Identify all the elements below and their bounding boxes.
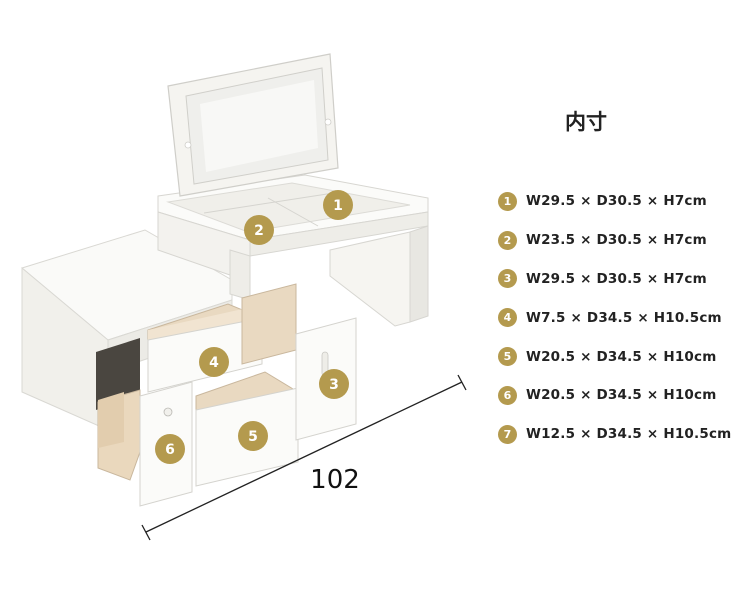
spec-badge: 3: [498, 269, 517, 289]
svg-text:1: 1: [333, 198, 343, 214]
spec-badge: 4: [498, 308, 517, 328]
badge-5: 5: [238, 421, 268, 451]
width-dimension-line: [141, 374, 467, 541]
svg-text:4: 4: [209, 355, 219, 371]
svg-text:3: 3: [329, 377, 339, 393]
spec-badge: 5: [498, 347, 517, 367]
spec-item: 3 W29.5 × D30.5 × H7cm: [498, 260, 731, 299]
inner-dimensions-list: 1 W29.5 × D30.5 × H7cm 2 W23.5 × D30.5 ×…: [498, 182, 731, 454]
spec-text: W12.5 × D34.5 × H10.5cm: [526, 426, 732, 443]
spec-item: 6 W20.5 × D34.5 × H10cm: [498, 376, 731, 415]
flip-up-mirror: [167, 53, 339, 197]
badge-2: 2: [244, 215, 274, 245]
spec-item: 5 W20.5 × D34.5 × H10cm: [498, 337, 731, 376]
badge-6: 6: [155, 434, 185, 464]
inner-dimensions-title: 内寸: [565, 110, 607, 134]
svg-text:2: 2: [254, 223, 264, 239]
spec-item: 1 W29.5 × D30.5 × H7cm: [498, 182, 731, 221]
spec-text: W7.5 × D34.5 × H10.5cm: [526, 309, 722, 326]
spec-item: 4 W7.5 × D34.5 × H10.5cm: [498, 298, 731, 337]
badge-4: 4: [199, 347, 229, 377]
spec-text: W23.5 × D30.5 × H7cm: [526, 232, 707, 249]
spec-text: W29.5 × D30.5 × H7cm: [526, 193, 707, 210]
width-dimension-label: 102: [310, 465, 360, 495]
svg-text:6: 6: [165, 442, 175, 458]
spec-badge: 7: [498, 424, 517, 444]
spec-text: W29.5 × D30.5 × H7cm: [526, 270, 707, 287]
spec-item: 2 W23.5 × D30.5 × H7cm: [498, 221, 731, 260]
spec-text: W20.5 × D34.5 × H10cm: [526, 387, 717, 404]
spec-badge: 2: [498, 230, 517, 250]
badge-1: 1: [323, 190, 353, 220]
spec-badge: 6: [498, 385, 517, 405]
badge-3: 3: [319, 369, 349, 399]
vanity-desk: [157, 174, 429, 327]
svg-text:5: 5: [248, 429, 258, 445]
spec-item: 7 W12.5 × D34.5 × H10.5cm: [498, 415, 731, 454]
spec-text: W20.5 × D34.5 × H10cm: [526, 348, 717, 365]
spec-badge: 1: [498, 191, 517, 211]
